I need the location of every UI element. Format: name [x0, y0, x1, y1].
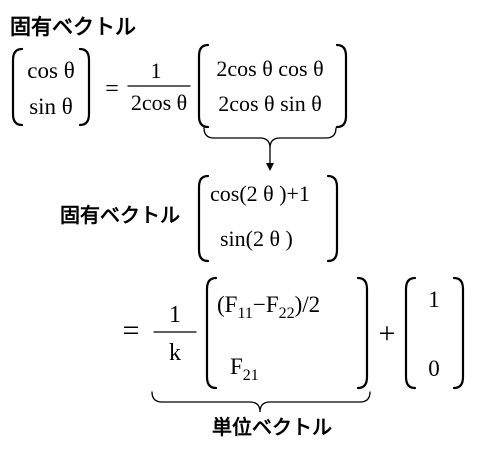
label-unit-vector: 単位ベクトル: [212, 415, 332, 439]
rhs1-left-bracket: [197, 43, 210, 129]
eq3-row2: F21: [230, 354, 259, 384]
vec-left-bracket: [404, 276, 417, 390]
eq2-row1: cos(2 θ )+1: [210, 181, 310, 206]
underbrace-2: [151, 391, 371, 413]
eq2-right-bracket: [326, 174, 339, 263]
heading-eigenvector: 固有ベクトル: [10, 15, 136, 39]
eq2-left-bracket: [197, 174, 210, 263]
vec-row1: 1: [428, 287, 440, 312]
equation-1: cos θ sin θ = 1 2cos θ 2cos θ cos θ 2cos…: [11, 43, 348, 171]
eq3-row1-mid: −F: [253, 292, 279, 317]
equation-2: 固有ベクトル cos(2 θ )+1 sin(2 θ ): [60, 174, 339, 263]
label-eigenvector: 固有ベクトル: [60, 203, 180, 227]
equals-sign-3: =: [123, 314, 140, 347]
frac3-denominator: k: [169, 340, 181, 366]
lhs-cos-theta: cos θ: [27, 58, 74, 83]
underbrace-1: [203, 127, 337, 149]
eq3-row1-open: (F: [217, 292, 237, 317]
lhs-right-bracket: [78, 47, 91, 127]
frac1-denominator: 2cos θ: [131, 90, 187, 115]
eq3-sub-21: 21: [243, 367, 259, 384]
eq2-row2: sin(2 θ ): [220, 226, 293, 251]
eq3-row1-close: )/2: [295, 292, 321, 317]
frac1-numerator: 1: [151, 58, 162, 83]
plus-sign: +: [379, 317, 396, 350]
eq3-left-bracket: [205, 276, 218, 390]
eq3-sub-22: 22: [279, 305, 295, 322]
rhs1-row1: 2cos θ cos θ: [216, 56, 323, 81]
eq3-sub-11: 11: [237, 305, 252, 322]
equation-3: = 1 k (F11−F22)/2 F21 + 1 0 単位ベクトル: [123, 276, 465, 439]
equals-sign-1: =: [105, 76, 119, 102]
vec-row2: 0: [428, 356, 440, 381]
rhs1-right-bracket: [335, 43, 348, 129]
rhs1-row2: 2cos θ sin θ: [218, 91, 322, 116]
arrow-head: [266, 163, 274, 171]
eq3-row2-F: F: [230, 354, 243, 379]
vec-right-bracket: [452, 276, 465, 390]
eq3-right-bracket: [356, 276, 369, 390]
frac3-numerator: 1: [169, 302, 181, 328]
lhs-left-bracket: [11, 47, 24, 127]
eq3-row1: (F11−F22)/2: [217, 292, 320, 322]
lhs-sin-theta: sin θ: [29, 94, 73, 119]
